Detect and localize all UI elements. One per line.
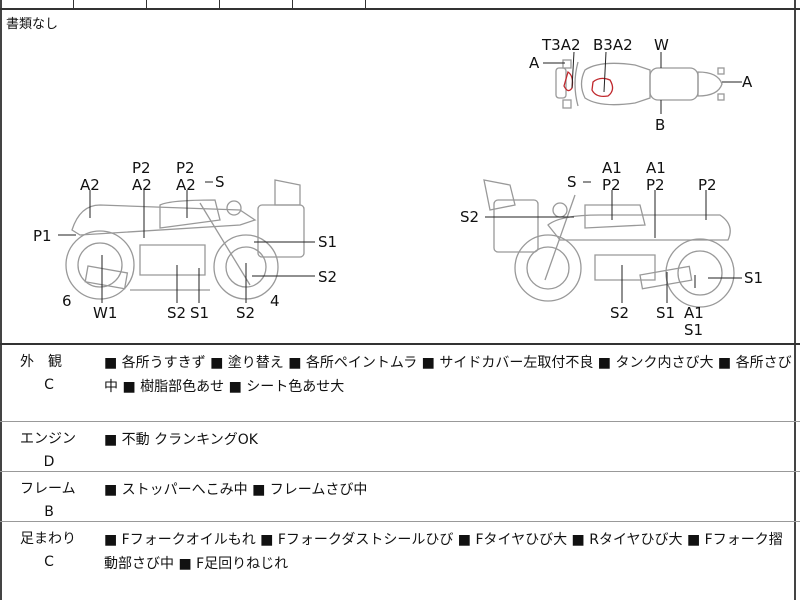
section-description: ■ 不動 クランキングOK [104, 432, 258, 448]
label-s2: S2 [167, 304, 186, 322]
left-view-bike [65, 179, 305, 300]
section-name: フレーム [20, 481, 76, 497]
label-s1: S1 [318, 233, 337, 251]
label-a-front: A [529, 54, 540, 72]
label-b3a2: B3A2 [593, 36, 633, 54]
section-grade: C [44, 554, 54, 570]
label-a2: A2 [176, 176, 196, 194]
label-a2: A2 [132, 176, 152, 194]
section-description: ■ Fフォークオイルもれ ■ Fフォークダストシールひび ■ Fタイヤひび大 ■… [104, 532, 783, 572]
section-description: ■ 各所うすきず ■ 塗り替え ■ 各所ペイントムラ ■ サイドカバー左取付不良… [104, 355, 792, 395]
label-p2: P2 [176, 159, 195, 177]
label-t3a2: T3A2 [541, 36, 581, 54]
label-s2: S2 [318, 268, 337, 286]
section-category: エンジン D [14, 428, 84, 470]
section-category: 足まわり C [14, 528, 84, 570]
label-a1: A1 [602, 159, 622, 177]
label-w: W [654, 36, 669, 54]
label-p2: P2 [132, 159, 151, 177]
label-s1: S1 [656, 304, 675, 322]
label-a2: A2 [80, 176, 100, 194]
damage-diagram: 書類なし [0, 10, 800, 345]
section-grade: D [43, 454, 55, 470]
label-a1: A1 [646, 159, 666, 177]
top-view-bike [555, 59, 725, 109]
label-a1: A1 [684, 304, 704, 322]
header-row [0, 0, 800, 10]
section-grade: C [44, 377, 54, 393]
leader-lines [58, 51, 742, 303]
right-view-bike [483, 179, 735, 308]
label-s: S [215, 173, 225, 191]
label-s2: S2 [460, 208, 479, 226]
label-s2: S2 [610, 304, 629, 322]
label-s2: S2 [236, 304, 255, 322]
section-exterior: 外 観 C ■ 各所うすきず ■ 塗り替え ■ 各所ペイントムラ ■ サイドカバ… [0, 345, 800, 422]
section-category: 外 観 C [14, 351, 84, 393]
label-6: 6 [62, 292, 72, 310]
label-s: S [567, 173, 577, 191]
section-name: 足まわり [20, 531, 76, 547]
label-s1: S1 [744, 269, 763, 287]
damage-marks [563, 70, 614, 98]
no-documents-label: 書類なし [6, 17, 59, 32]
section-grade: B [44, 504, 54, 520]
section-suspension: 足まわり C ■ Fフォークオイルもれ ■ Fフォークダストシールひび ■ Fタ… [0, 522, 800, 600]
label-s1: S1 [190, 304, 209, 322]
label-p2: P2 [602, 176, 621, 194]
cell-divider [365, 0, 366, 8]
cell-divider [73, 0, 74, 8]
section-engine: エンジン D ■ 不動 クランキングOK [0, 422, 800, 472]
label-w1: W1 [93, 304, 117, 322]
label-4: 4 [270, 292, 280, 310]
cell-divider [292, 0, 293, 8]
label-p2: P2 [646, 176, 665, 194]
label-p1: P1 [33, 227, 52, 245]
cell-divider [146, 0, 147, 8]
label-p2: P2 [698, 176, 717, 194]
section-category: フレーム B [14, 478, 84, 520]
section-name: エンジン [20, 431, 76, 447]
section-frame: フレーム B ■ ストッパーへこみ中 ■ フレームさび中 [0, 472, 800, 522]
section-name: 外 観 [20, 354, 62, 370]
label-b: B [655, 116, 665, 134]
section-description: ■ ストッパーへこみ中 ■ フレームさび中 [104, 482, 368, 498]
cell-divider [219, 0, 220, 8]
label-a-rear: A [742, 73, 753, 91]
label-s1: S1 [684, 321, 703, 339]
motorcycle-diagram: T3A2 B3A2 W A A B P2 P2 A2 A2 A2 S P1 S1… [33, 36, 763, 339]
